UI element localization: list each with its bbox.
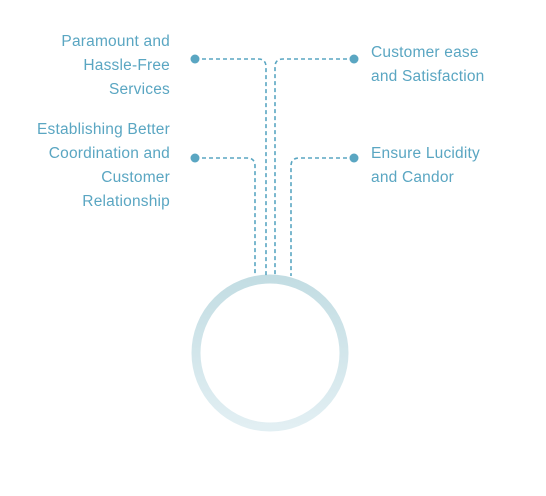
label-top-left: Paramount and Hassle-Free Services	[61, 30, 170, 102]
label-mid-right: Ensure Lucidity and Candor	[371, 142, 480, 190]
connector-mid-right	[290, 157, 354, 276]
connector-top-right	[274, 58, 354, 276]
label-line: and Candor	[371, 169, 455, 186]
label-mid-left: Establishing Better Coordination and Cus…	[37, 118, 170, 214]
label-line: Establishing Better	[36, 121, 170, 138]
label-top-right: Customer ease and Satisfaction	[371, 41, 485, 89]
label-line: Coordination and	[48, 145, 170, 162]
dot-mid-right	[349, 153, 359, 163]
label-line: Services	[108, 81, 170, 98]
label-line: Customer	[101, 169, 170, 186]
ring-circle	[191, 274, 349, 432]
label-line: Hassle-Free	[83, 57, 170, 74]
dot-top-left	[190, 54, 200, 64]
label-line: Paramount and	[61, 33, 170, 50]
connector-mid-left	[195, 157, 256, 276]
label-line: Relationship	[82, 193, 170, 210]
dot-top-right	[349, 54, 359, 64]
dot-mid-left	[190, 153, 200, 163]
label-line: Customer ease	[371, 44, 479, 61]
connector-top-left	[195, 58, 267, 276]
label-line: and Satisfaction	[371, 68, 485, 85]
label-line: Ensure Lucidity	[371, 145, 480, 162]
